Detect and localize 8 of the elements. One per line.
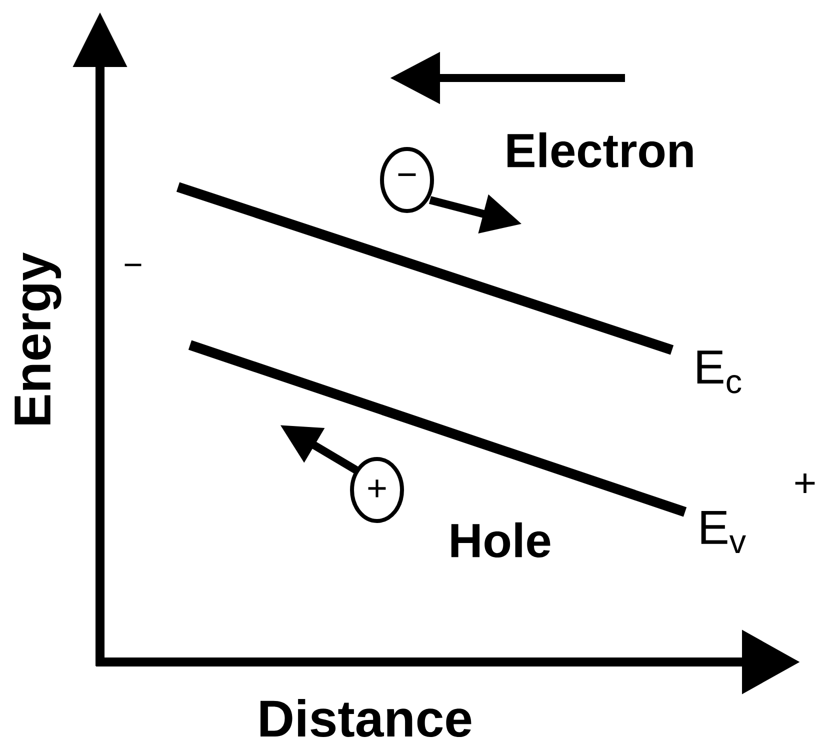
polarity-sign: − (124, 264, 142, 266)
polarity-sign: + (795, 474, 815, 493)
band-label: E$_{c}$ (697, 350, 742, 394)
particle-label: Electron (508, 132, 693, 168)
particle-label: Hole (451, 522, 550, 558)
axis-label: Distance (260, 698, 472, 737)
band-label: E$_{v}$ (701, 510, 746, 554)
axis-label: Energy (14, 252, 62, 424)
